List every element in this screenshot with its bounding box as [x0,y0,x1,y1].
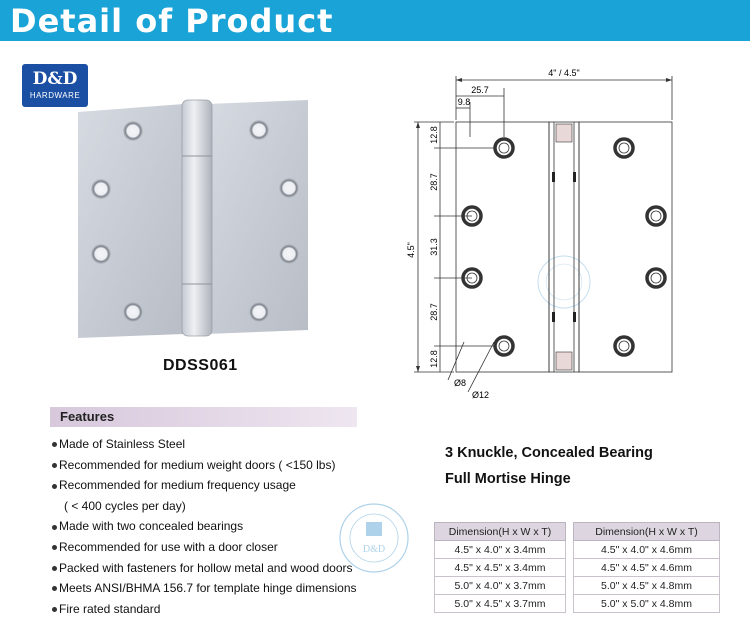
bullet-icon [52,483,57,489]
table-cell: 5.0" x 4.0" x 3.7mm [434,576,566,595]
list-item: Recommended for use with a door closer [52,537,357,558]
table-header: Dimension(H x W x T) [573,522,720,541]
table-cell: 4.5" x 4.5" x 4.6mm [573,558,720,577]
table-row: 5.0" x 5.0" x 4.8mm [573,594,720,613]
list-item: Packed with fasteners for hollow metal a… [52,558,357,579]
dim-hole-large: Ø12 [472,390,489,400]
feature-text: Meets ANSI/BHMA 156.7 for template hinge… [59,581,357,596]
table-cell: 5.0" x 5.0" x 4.8mm [573,594,720,613]
watermark-seal [537,255,591,309]
table-row: 4.5" x 4.5" x 4.6mm [573,558,720,577]
dim-9-8: 9.8 [458,97,471,107]
table-row: 4.5" x 4.0" x 3.4mm [434,540,566,559]
bullet-icon [52,545,57,551]
page-title: Detail of Product [10,2,334,40]
logo-main-text: D&D [32,69,78,89]
table-row: 5.0" x 4.0" x 3.7mm [434,576,566,595]
table-cell: 4.5" x 4.0" x 3.4mm [434,540,566,559]
list-item: ( < 400 cycles per day) [52,496,357,517]
watermark-logo: D&D [339,503,409,573]
feature-text: Made of Stainless Steel [59,437,186,451]
table-cell: 5.0" x 4.5" x 3.7mm [434,594,566,613]
hinge-type-line-2: Full Mortise Hinge [445,471,571,487]
features-heading: Features [60,409,115,424]
table-header: Dimension(H x W x T) [434,522,566,541]
table-row: 4.5" x 4.5" x 3.4mm [434,558,566,577]
bullet-icon [52,462,57,468]
dim-hole-small: Ø8 [454,378,466,388]
dim-28-7-upper: 28.7 [429,173,439,191]
dim-28-7-lower: 28.7 [429,303,439,321]
hinge-type-heading: 3 Knuckle, Concealed Bearing Full Mortis… [445,440,653,492]
feature-list: Made of Stainless Steel Recommended for … [52,434,357,619]
features-heading-bar: Features [50,407,357,427]
logo-sub-text: HARDWARE [29,91,81,100]
watermark-text: D&D [363,544,385,555]
brand-logo: D&D HARDWARE [22,64,88,107]
hinge-photo [78,99,308,338]
bullet-icon [52,607,57,613]
dimension-table-right: Dimension(H x W x T) 4.5" x 4.0" x 4.6mm… [573,522,720,613]
feature-text: Made with two concealed bearings [59,519,244,534]
table-cell: 5.0" x 4.5" x 4.8mm [573,576,720,595]
technical-drawing: 4" / 4.5" 25.7 9.8 4.5" 12.8 28.7 31.3 2… [406,68,673,400]
table-cell: 4.5" x 4.0" x 4.6mm [573,540,720,559]
list-item: Made of Stainless Steel [52,434,357,455]
bullet-icon [52,524,57,530]
feature-text: ( < 400 cycles per day) [64,498,186,513]
dim-width: 4" / 4.5" [548,68,579,78]
bullet-icon [52,442,57,448]
feature-text: Packed with fasteners for hollow metal a… [59,560,353,575]
feature-text: Recommended for use with a door closer [59,539,278,554]
table-cell: 4.5" x 4.5" x 3.4mm [434,558,566,577]
list-item: Fire rated standard [52,599,357,620]
list-item: Meets ANSI/BHMA 156.7 for template hinge… [52,578,357,599]
bullet-icon [52,586,57,592]
table-row: 5.0" x 4.5" x 4.8mm [573,576,720,595]
list-item: Made with two concealed bearings [52,516,357,537]
dim-12-8-bottom: 12.8 [429,350,439,368]
table-row: 4.5" x 4.0" x 4.6mm [573,540,720,559]
dim-height: 4.5" [406,242,416,258]
hinge-type-line-1: 3 Knuckle, Concealed Bearing [445,445,653,461]
dim-25-7: 25.7 [471,85,489,95]
table-row: 5.0" x 4.5" x 3.7mm [434,594,566,613]
feature-text: Fire rated standard [59,601,161,616]
bullet-icon [52,565,57,571]
product-model: DDSS061 [163,357,238,374]
feature-text: Recommended for medium weight doors ( <1… [59,457,336,472]
header-banner: Detail of Product [0,0,750,41]
dimension-table-left: Dimension(H x W x T) 4.5" x 4.0" x 3.4mm… [434,522,566,613]
list-item: Recommended for medium weight doors ( <1… [52,455,357,476]
dim-31-3: 31.3 [429,238,439,256]
list-item: Recommended for medium frequency usage [52,475,357,496]
feature-text: Recommended for medium frequency usage [59,478,296,493]
dim-12-8-top: 12.8 [429,126,439,144]
